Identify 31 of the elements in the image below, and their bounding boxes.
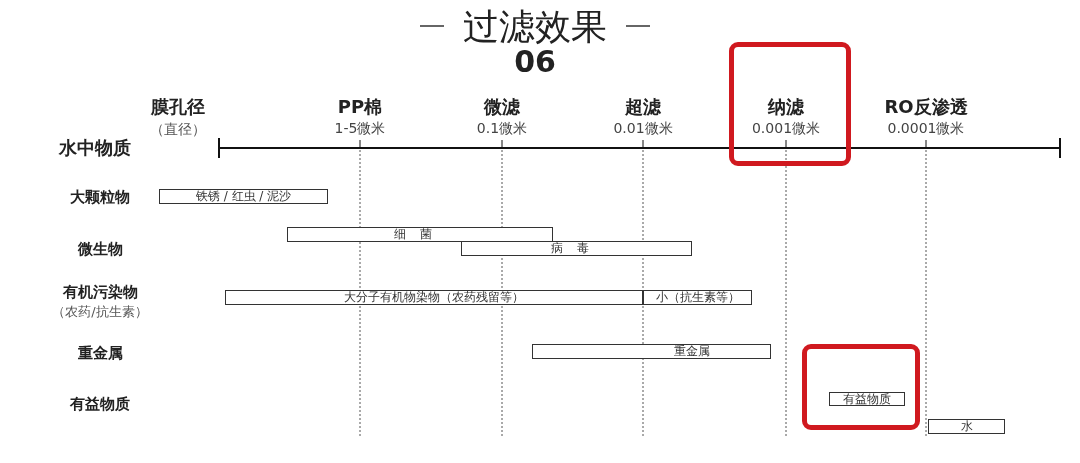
column-heading: RO反渗透 bbox=[884, 98, 968, 116]
range-bar: 重金属 bbox=[532, 344, 771, 359]
row-sublabel: （农药/抗生素） bbox=[52, 304, 148, 318]
row-label: 重金属 bbox=[77, 345, 123, 361]
row-label: 微生物 bbox=[77, 241, 123, 257]
row-heading: 水中物质 bbox=[59, 139, 131, 157]
pore-size: 1-5微米 bbox=[334, 121, 386, 135]
axis-heading: 膜孔径 bbox=[151, 98, 205, 116]
range-bar: 大分子有机物染物（农药残留等） bbox=[225, 290, 643, 305]
section-number: 06 bbox=[514, 47, 556, 77]
range-bar: 病毒 bbox=[461, 241, 692, 256]
row-label: 大颗粒物 bbox=[70, 189, 130, 205]
pore-size: 0.1微米 bbox=[476, 121, 528, 135]
column-heading: PP棉 bbox=[337, 98, 383, 116]
title: 过滤效果 bbox=[463, 9, 607, 45]
row-label: 有机污染物 bbox=[62, 284, 138, 300]
pore-size: 0.0001微米 bbox=[887, 121, 965, 135]
pore-size: 0.001微米 bbox=[751, 121, 821, 135]
range-bar: 小（抗生素等） bbox=[643, 290, 752, 305]
highlight-frame bbox=[802, 344, 920, 430]
pore-size: 0.01微米 bbox=[613, 121, 673, 135]
column-heading: 纳滤 bbox=[768, 98, 804, 116]
axis-subheading: （直径） bbox=[150, 122, 206, 136]
column-heading: 超滤 bbox=[625, 98, 661, 116]
column-heading: 微滤 bbox=[484, 98, 520, 116]
range-bar: 水 bbox=[928, 419, 1005, 434]
range-bar: 细菌 bbox=[287, 227, 553, 242]
range-bar: 有益物质 bbox=[829, 392, 905, 406]
row-label: 有益物质 bbox=[70, 396, 130, 412]
highlight-frame bbox=[729, 42, 851, 166]
range-bar: 铁锈 / 红虫 / 泥沙 bbox=[159, 189, 328, 204]
